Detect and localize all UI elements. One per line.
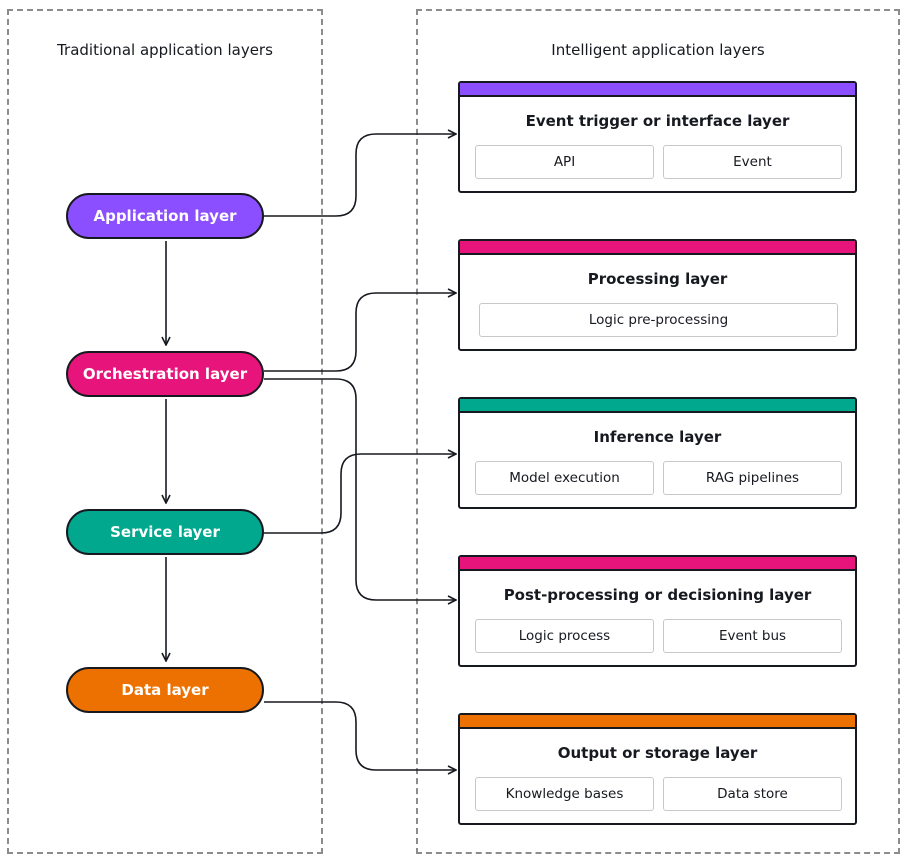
card-title: Inference layer <box>593 428 722 446</box>
data-layer-node: Data layer <box>66 667 264 713</box>
event-chip: Event <box>663 145 842 179</box>
processing-layer-card: Processing layer Logic pre-processing <box>458 239 857 351</box>
api-chip: API <box>475 145 654 179</box>
post-processing-layer-card: Post-processing or decisioning layer Log… <box>458 555 857 667</box>
rag-pipelines-chip: RAG pipelines <box>663 461 842 495</box>
inference-layer-card: Inference layer Model execution RAG pipe… <box>458 397 857 509</box>
model-execution-chip: Model execution <box>475 461 654 495</box>
orchestration-layer-node: Orchestration layer <box>66 351 264 397</box>
logic-pre-processing-chip: Logic pre-processing <box>479 303 838 337</box>
intelligent-layers-title: Intelligent application layers <box>551 41 765 59</box>
arrow-service-to-inference <box>264 454 456 534</box>
application-layer-label: Application layer <box>93 207 237 225</box>
application-layer-node: Application layer <box>66 193 264 239</box>
data-store-chip: Data store <box>663 777 842 811</box>
event-bus-chip: Event bus <box>663 619 842 653</box>
card-title: Processing layer <box>587 270 728 288</box>
traditional-layers-title: Traditional application layers <box>57 41 273 59</box>
logic-process-chip: Logic process <box>475 619 654 653</box>
service-layer-node: Service layer <box>66 509 264 555</box>
card-color-bar <box>460 399 855 413</box>
card-color-bar <box>460 83 855 97</box>
card-title: Post-processing or decisioning layer <box>503 586 812 604</box>
intelligent-layers-panel: Intelligent application layers <box>416 9 900 854</box>
arrow-application-to-event-trigger <box>264 134 456 217</box>
output-storage-layer-card: Output or storage layer Knowledge bases … <box>458 713 857 825</box>
arrow-orchestration-to-processing <box>264 293 456 372</box>
traditional-layers-panel: Traditional application layers <box>7 9 323 854</box>
knowledge-bases-chip: Knowledge bases <box>475 777 654 811</box>
data-layer-label: Data layer <box>121 681 209 699</box>
card-color-bar <box>460 715 855 729</box>
service-layer-label: Service layer <box>110 523 220 541</box>
arrow-data-to-output <box>264 701 456 770</box>
card-title: Output or storage layer <box>557 744 758 762</box>
event-trigger-layer-card: Event trigger or interface layer API Eve… <box>458 81 857 193</box>
arrow-orchestration-to-post-processing <box>264 378 456 600</box>
card-title: Event trigger or interface layer <box>525 112 790 130</box>
card-color-bar <box>460 241 855 255</box>
card-color-bar <box>460 557 855 571</box>
orchestration-layer-label: Orchestration layer <box>82 365 248 383</box>
